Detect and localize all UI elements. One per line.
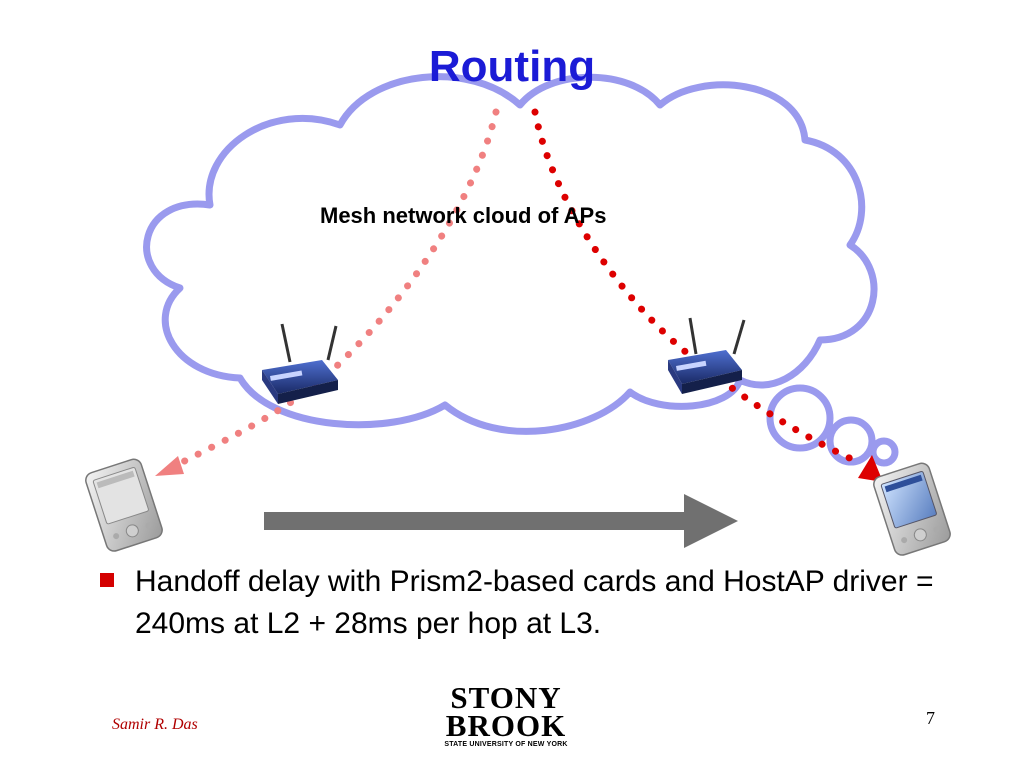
- cloud-label: Mesh network cloud of APs: [320, 203, 607, 228]
- new-route-arrowhead: [858, 455, 883, 482]
- bullet-square-icon: [100, 573, 114, 587]
- logo-line-1: STONY: [450, 680, 562, 715]
- page-number: 7: [926, 708, 935, 728]
- bullet-text: Handoff delay with Prism2-based cards an…: [135, 565, 934, 640]
- handoff-arrow: [264, 494, 738, 548]
- stony-brook-logo: STONY BROOK STATE UNIVERSITY OF NEW YORK: [444, 682, 568, 752]
- thought-bubbles: [766, 384, 899, 467]
- mesh-cloud: [143, 73, 878, 435]
- logo-subtitle: STATE UNIVERSITY OF NEW YORK: [444, 741, 568, 748]
- wireless-router-icon: [668, 317, 746, 394]
- logo-line-2: BROOK: [445, 708, 567, 743]
- slide-title: Routing: [428, 42, 596, 91]
- pda-device-icon: [873, 462, 951, 556]
- author-footer: Samir R. Das: [112, 716, 198, 733]
- old-route-arrowhead: [155, 456, 184, 476]
- old-route-path: [171, 108, 500, 470]
- new-route-path: [531, 108, 862, 466]
- wireless-router-icon: [262, 323, 338, 404]
- pda-device-icon: [85, 458, 163, 552]
